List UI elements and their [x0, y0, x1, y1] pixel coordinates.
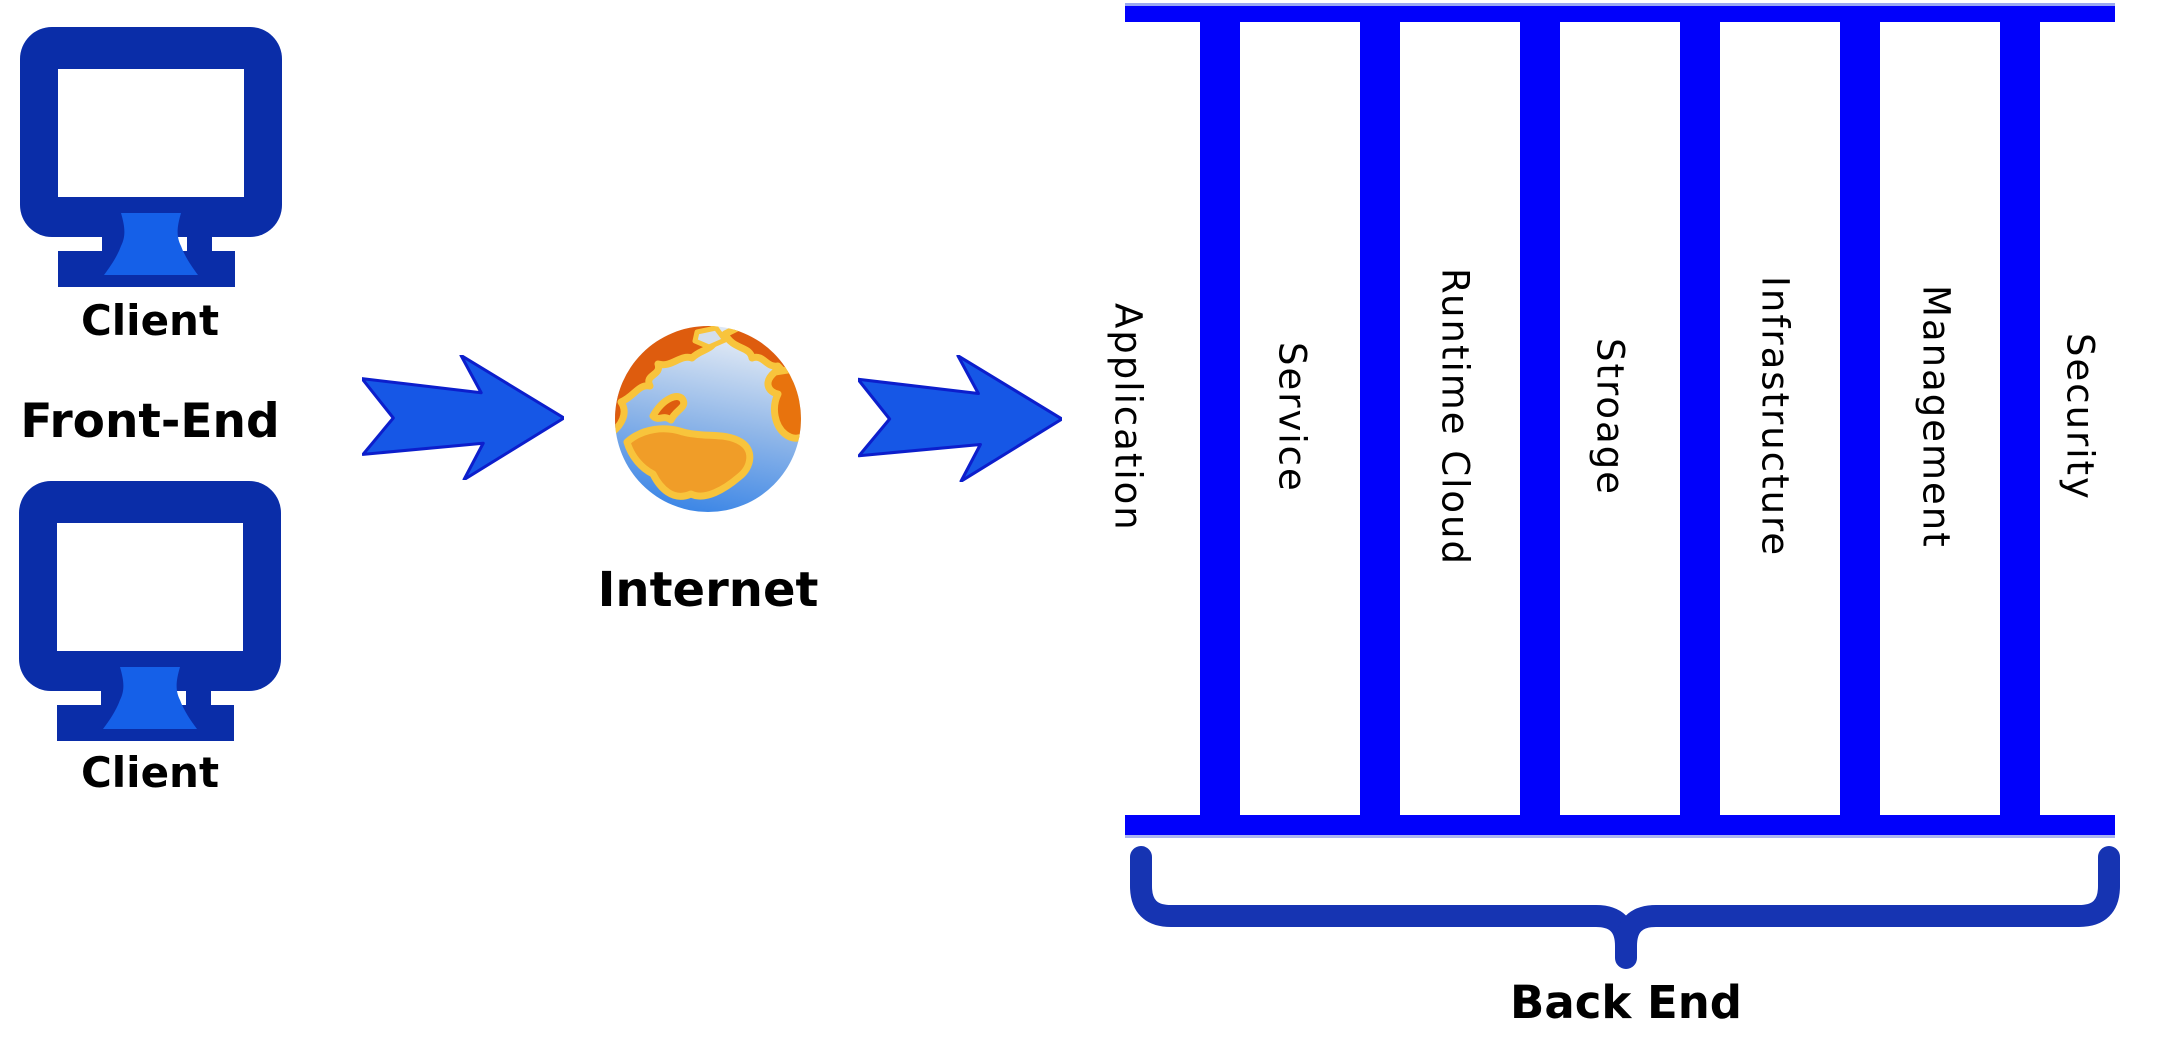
- layer-label-infrastructure: Infrastructure: [1753, 276, 1797, 558]
- layer-label-runtime-cloud: Runtime Cloud: [1433, 268, 1477, 566]
- backend-divider-bar: [1200, 19, 1240, 815]
- layer-label-security: Security: [2058, 333, 2102, 501]
- backend-section-label: Back End: [1510, 976, 1742, 1029]
- brace-icon: [1130, 846, 2120, 969]
- globe-icon: [615, 326, 801, 512]
- monitor-icon: [19, 481, 281, 741]
- layer-label-service: Service: [1270, 341, 1314, 493]
- layer-label-stroage: Stroage: [1588, 338, 1632, 496]
- arrow-right-icon: [858, 355, 1062, 482]
- client-bottom-label: Client: [80, 748, 220, 797]
- monitor-icon: [20, 27, 282, 287]
- client-top-label: Client: [80, 296, 220, 345]
- layer-label-management: Management: [1914, 285, 1958, 549]
- internet-label: Internet: [597, 562, 819, 618]
- arrow-right-icon: [362, 355, 564, 480]
- backend-divider-bar: [2000, 19, 2040, 815]
- layer-label-application: Application: [1106, 302, 1150, 532]
- backend-bottom-bar: [1125, 815, 2115, 838]
- backend-divider-bar: [1840, 19, 1880, 815]
- frontend-section-label: Front-End: [20, 394, 280, 449]
- backend-divider-bar: [1680, 19, 1720, 815]
- backend-divider-bar: [1520, 19, 1560, 815]
- backend-divider-bar: [1360, 19, 1400, 815]
- backend-top-bar: [1125, 3, 2115, 22]
